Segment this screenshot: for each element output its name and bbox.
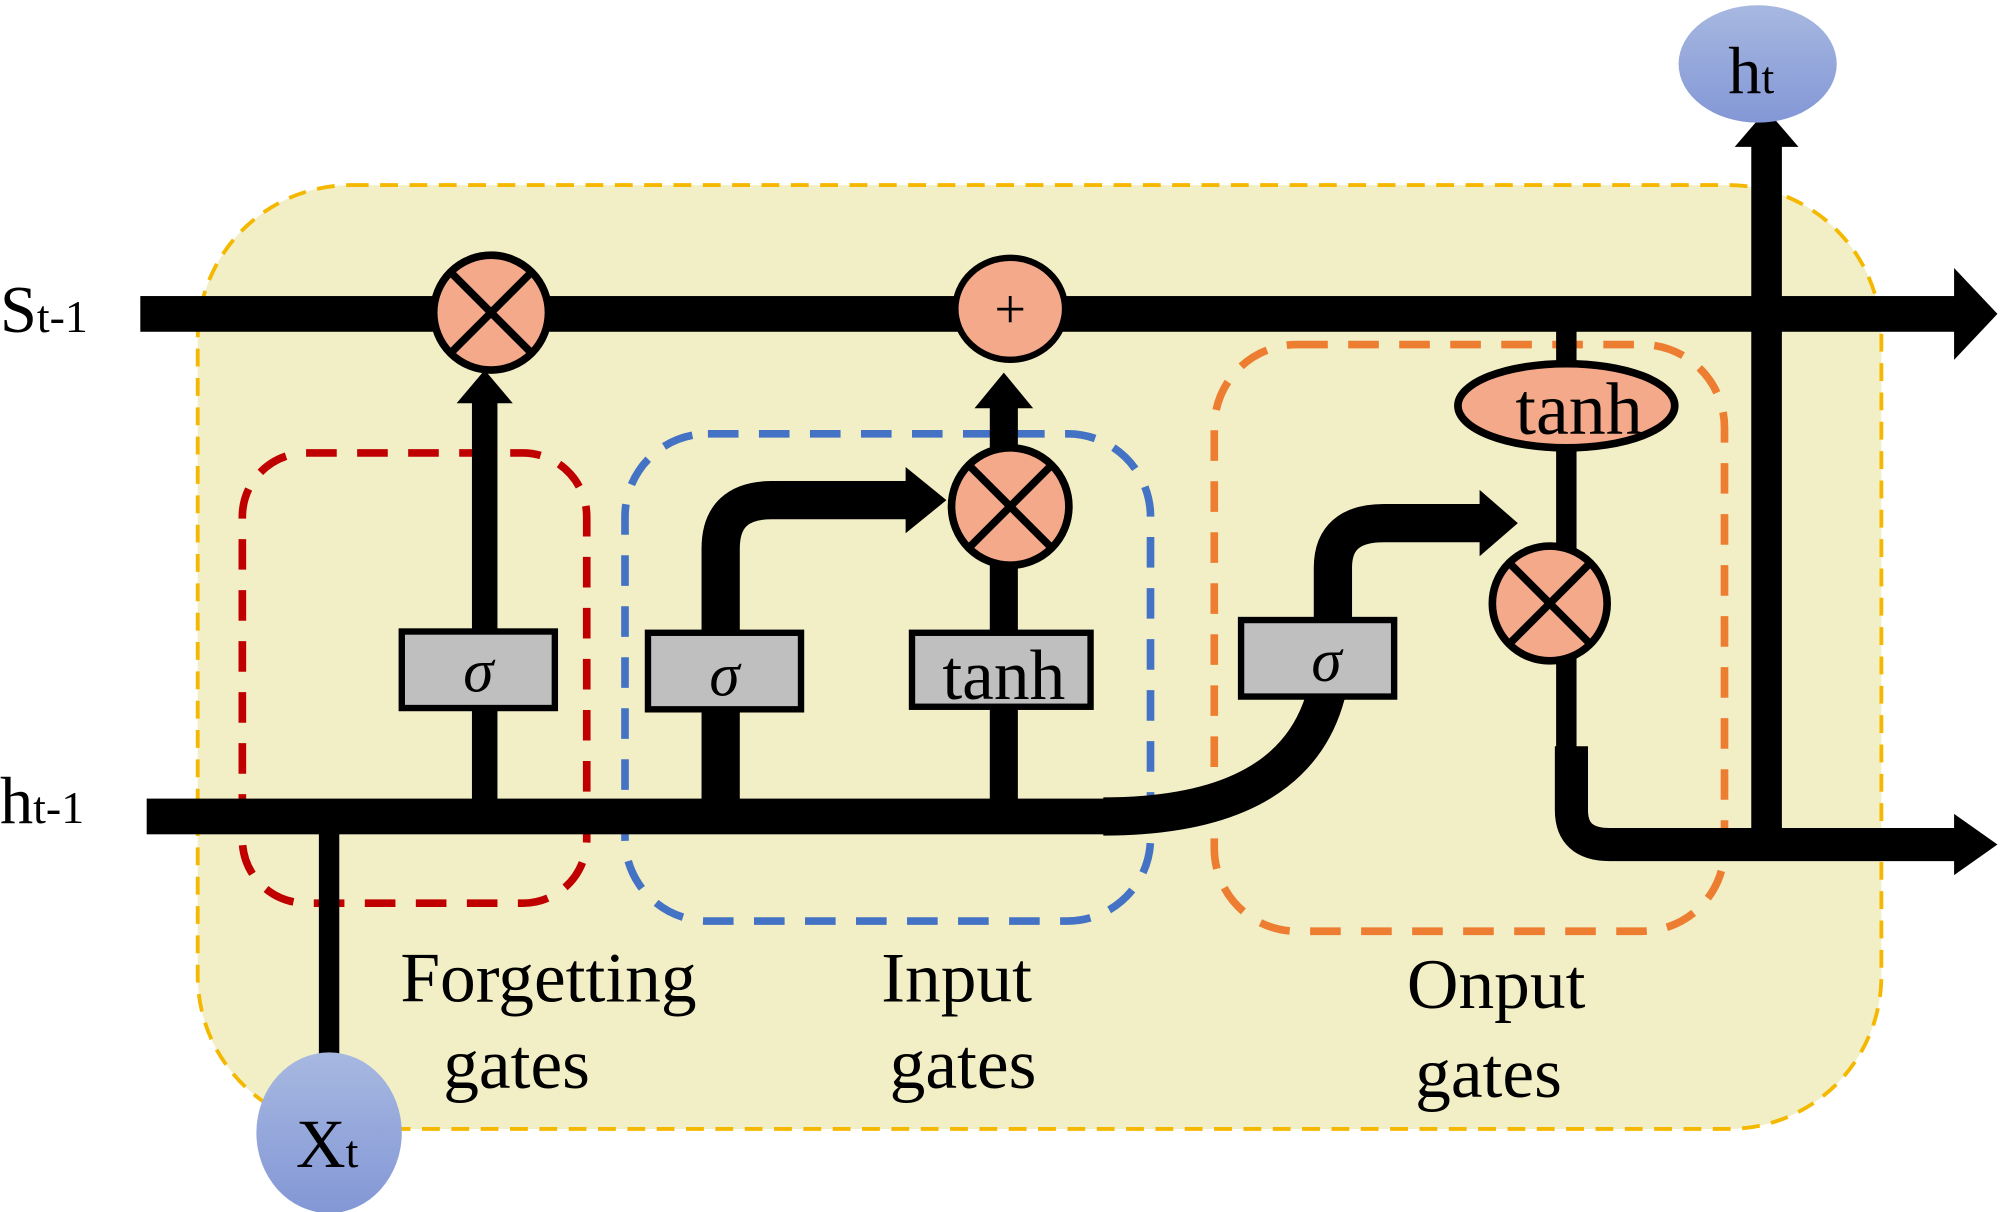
input-gate-region <box>621 429 1155 925</box>
svg-text:Xt: Xt <box>296 1106 359 1182</box>
sigma-label: σ <box>709 641 742 709</box>
input-node: Xt <box>256 1052 402 1212</box>
input-sigma-box: σ <box>644 629 805 713</box>
cell-state-label: St-1 <box>0 274 88 347</box>
hidden-state-out-arrow <box>1554 746 1998 876</box>
svg-text:ht: ht <box>1728 35 1774 108</box>
hidden-input-line <box>146 798 1129 835</box>
add-icon: + <box>952 254 1069 364</box>
forget-multiply-icon <box>429 251 553 374</box>
hidden-output-arrow <box>1734 109 1799 845</box>
output-tanh-op: tanh <box>1454 359 1679 452</box>
output-gate-label: Onput gates <box>1407 945 1603 1113</box>
output-multiply-icon <box>1488 542 1611 665</box>
sigma-label: σ <box>463 637 496 705</box>
hidden-input-label: ht-1 <box>0 765 84 838</box>
tanh-label: tanh <box>1515 369 1642 451</box>
forget-gate-arrow <box>456 370 513 804</box>
output-gate-region <box>1210 340 1729 936</box>
sigma-label: σ <box>1311 627 1344 695</box>
input-line <box>318 829 340 1066</box>
plus-label: + <box>994 279 1026 341</box>
input-tanh-box: tanh <box>908 629 1094 715</box>
hidden-output-node: ht <box>1678 5 1837 123</box>
tanh-label: tanh <box>942 636 1065 715</box>
input-gate-label: Input gates <box>881 938 1050 1104</box>
forget-gate-region <box>238 449 591 908</box>
forget-sigma-box: σ <box>398 628 559 712</box>
input-multiply-icon <box>947 444 1073 570</box>
forget-gate-label: Forgetting gates <box>400 938 714 1104</box>
input-sigma-arrow <box>701 466 947 807</box>
output-sigma-box: σ <box>1237 616 1398 700</box>
